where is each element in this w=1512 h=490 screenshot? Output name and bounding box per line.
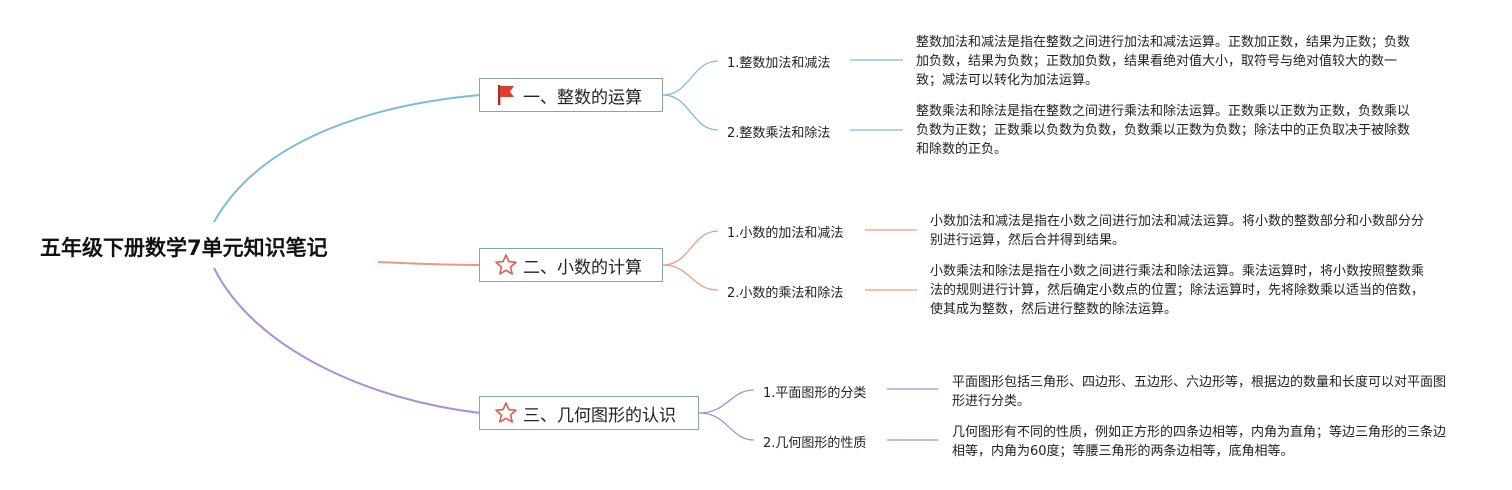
connector-b2-s2 bbox=[662, 264, 719, 291]
detail-integer-multiply-divide: 整数乘法和除法是指在整数之间进行乘法和除法运算。正数乘以正数为正数，负数乘以负数… bbox=[916, 104, 1411, 157]
detail-plane-figure-classification: 平面图形包括三角形、四边形、五边形、六边形等，根据边的数量和长度可以对平面图形进… bbox=[952, 375, 1447, 409]
subtopic-decimal-add-subtract[interactable]: 1.小数的加法和减法 bbox=[727, 226, 844, 241]
branch-label: 三、几何图形的认识 bbox=[523, 405, 676, 426]
connector-root-branch3 bbox=[213, 267, 481, 414]
branch-label: 二、小数的计算 bbox=[523, 257, 642, 278]
branch-decimal-calculation[interactable]: 二、小数的计算 bbox=[479, 248, 663, 282]
connector-b3-s2 bbox=[698, 412, 755, 441]
connector-root-branch1 bbox=[213, 94, 481, 223]
subtopic-plane-figure-classification[interactable]: 1.平面图形的分类 bbox=[763, 386, 867, 401]
detail-decimal-multiply-divide: 小数乘法和除法是指在小数之间进行乘法和除法运算。乘法运算时，将小数按照整数乘法的… bbox=[930, 264, 1425, 317]
flag-icon bbox=[494, 83, 518, 107]
subtopic-decimal-multiply-divide[interactable]: 2.小数的乘法和除法 bbox=[727, 286, 844, 301]
detail-decimal-add-subtract: 小数加法和减法是指在小数之间进行加法和减法运算。将小数的整数部分和小数部分分别进… bbox=[930, 214, 1425, 248]
branch-geometry[interactable]: 三、几何图形的认识 bbox=[479, 396, 699, 430]
star-icon bbox=[494, 253, 518, 277]
detail-figure-properties: 几何图形有不同的性质，例如正方形的四条边相等，内角为直角；等边三角形的三条边相等… bbox=[952, 425, 1447, 459]
connector-root-branch2 bbox=[377, 261, 481, 266]
subtopic-integer-add-subtract[interactable]: 1.整数加法和减法 bbox=[727, 56, 831, 71]
root-topic[interactable]: 五年级下册数学7单元知识笔记 bbox=[40, 236, 328, 260]
subtopic-figure-properties[interactable]: 2.几何图形的性质 bbox=[763, 436, 867, 451]
connector-b3-s1 bbox=[698, 389, 755, 414]
connector-b2-s1 bbox=[662, 230, 719, 266]
detail-integer-add-subtract: 整数加法和减法是指在整数之间进行加法和减法运算。正数加正数，结果为正数；负数加负… bbox=[916, 35, 1411, 88]
branch-label: 一、整数的运算 bbox=[523, 87, 642, 108]
star-icon bbox=[494, 401, 518, 425]
branch-integer-operations[interactable]: 一、整数的运算 bbox=[479, 78, 663, 112]
subtopic-integer-multiply-divide[interactable]: 2.整数乘法和除法 bbox=[727, 126, 831, 141]
connector-b1-s1 bbox=[662, 60, 719, 96]
connector-b1-s2 bbox=[662, 94, 719, 131]
